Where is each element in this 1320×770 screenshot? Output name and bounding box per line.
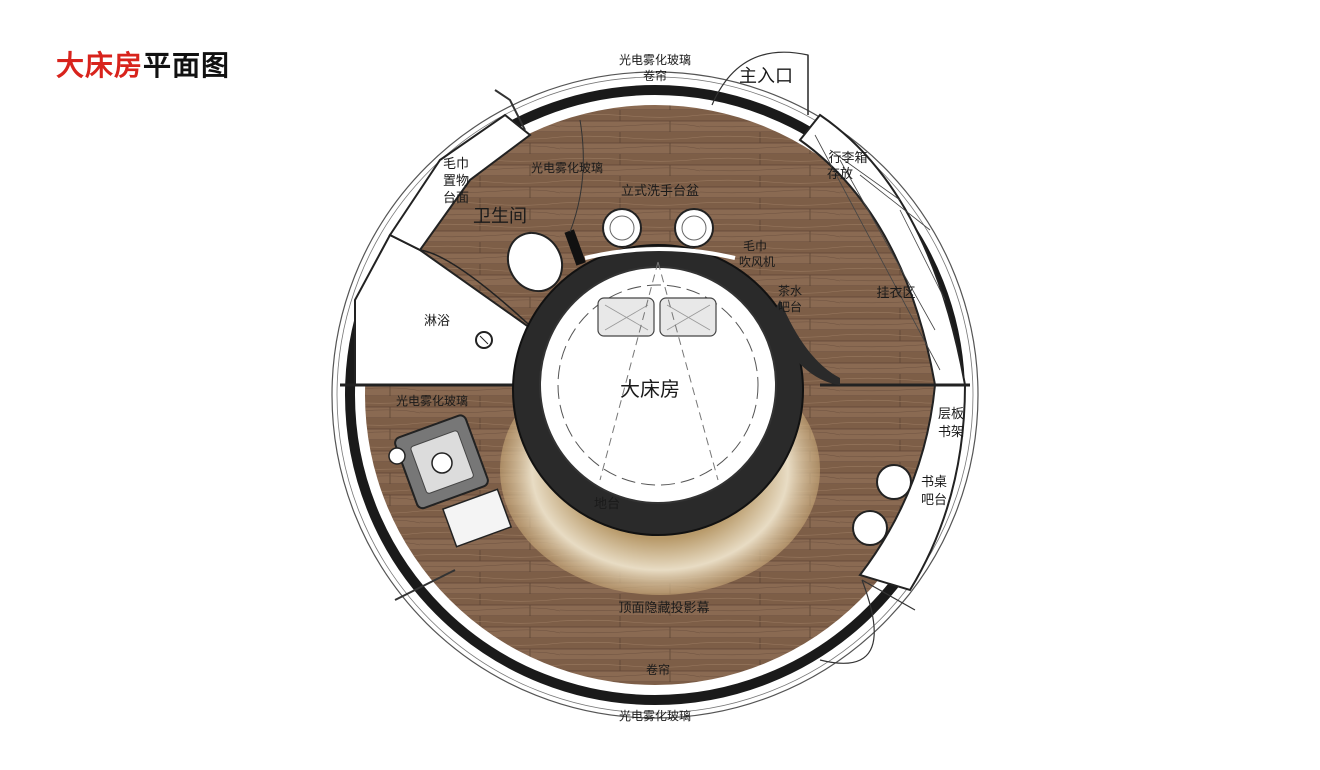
- label-towel-2: 置物: [443, 174, 469, 189]
- desk-zone: [858, 384, 967, 592]
- label-bathroom: 卫生间: [473, 206, 527, 227]
- curtain-track: [331, 71, 979, 719]
- title-plan-word: 平面图: [143, 49, 231, 82]
- toilet: [506, 231, 564, 293]
- lamp-icon: [388, 447, 406, 465]
- label-luggage-2: 存放: [827, 167, 853, 182]
- page-title: 大床房平面图: [56, 44, 230, 84]
- label-tea-bar-2: 吧台: [778, 299, 802, 314]
- label-lower-glass: 光电雾化玻璃: [396, 394, 468, 408]
- ottoman: [441, 488, 513, 548]
- label-towel-3: 台面: [443, 191, 469, 206]
- label-bookshelf-2: 书架: [938, 425, 964, 440]
- label-bath-glass: 光电雾化玻璃: [531, 161, 603, 175]
- label-projection: 顶面隐藏投影幕: [618, 600, 709, 616]
- label-top-curtain: 卷帘: [643, 68, 667, 83]
- towel-shelf: [388, 113, 532, 252]
- label-bottom-curtain: 卷帘: [646, 662, 670, 677]
- label-luggage-1: 行李箱: [828, 150, 867, 166]
- stool-bottom: [852, 510, 888, 546]
- stool-top: [876, 464, 912, 500]
- washbasin-right: [674, 208, 714, 248]
- label-bottom-glass: 光电雾化玻璃: [619, 709, 691, 723]
- main-entrance-door[interactable]: [711, 51, 809, 115]
- label-towel-1: 毛巾: [443, 157, 469, 172]
- label-shower: 淋浴: [424, 314, 450, 329]
- label-platform: 地台: [594, 497, 620, 512]
- label-washbasin: 立式洗手台盆: [621, 184, 699, 199]
- label-hairdryer-2: 吹风机: [739, 255, 775, 269]
- side-door[interactable]: [819, 579, 916, 664]
- label-bedroom: 大床房: [620, 377, 680, 401]
- label-main-entrance: 主入口: [739, 66, 793, 87]
- title-room-name: 大床房: [56, 49, 144, 82]
- label-tea-bar-1: 茶水: [778, 283, 802, 298]
- label-desk-bar-1: 书桌: [921, 475, 947, 490]
- label-top-glass: 光电雾化玻璃: [619, 53, 691, 67]
- label-desk-bar-2: 吧台: [921, 493, 947, 508]
- label-hairdryer-1: 毛巾: [743, 239, 767, 253]
- label-bookshelf-1: 层板: [938, 407, 964, 422]
- label-wardrobe: 挂衣区: [876, 285, 915, 301]
- washbasin-left: [602, 208, 642, 248]
